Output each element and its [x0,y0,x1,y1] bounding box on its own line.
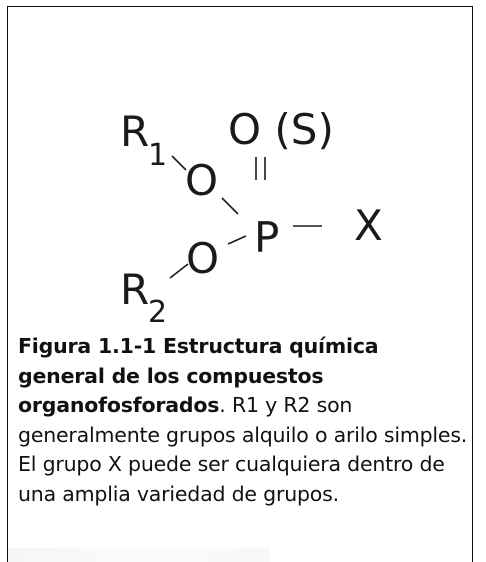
figure-frame [7,6,473,562]
r1-subscript: 1 [148,138,167,173]
bond-p-o-bottom [227,235,247,245]
caption-title-period: . [219,393,226,417]
o-top-label: O [185,156,218,205]
o-double-label: O (S) [228,105,334,154]
r1-label: R [120,107,149,156]
p-label: P [254,213,279,262]
x-label: X [354,201,383,250]
bottom-edge-shadow [8,548,270,562]
chemical-structure: R 1 O O (S) P X O R 2 [120,105,383,330]
bond-o-bottom-r2 [169,263,189,279]
caption-title: Figura 1.1-1 Estructura química general … [18,334,379,417]
caption-body: R1 y R2 son generalmente grupos alquilo … [18,393,468,506]
figure-caption: Figura 1.1-1 Estructura química general … [18,332,468,509]
r2-subscript: 2 [148,295,167,330]
bond-o-top-p [221,197,239,215]
o-bottom-label: O [186,234,219,283]
r2-label: R [120,265,149,314]
bond-r1-o [171,155,187,171]
